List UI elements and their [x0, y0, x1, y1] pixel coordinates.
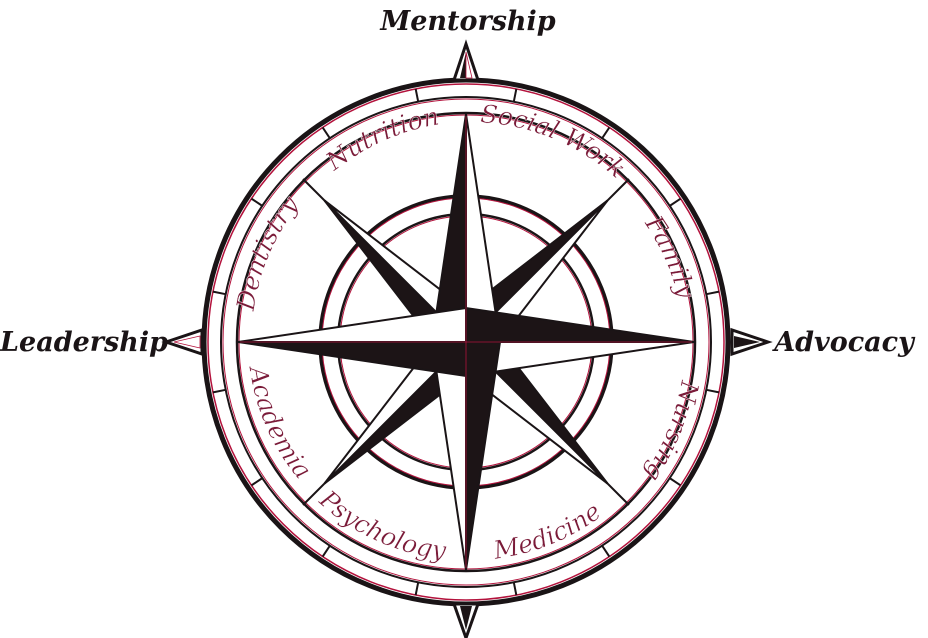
ring-tick — [514, 582, 517, 595]
north-arrow — [454, 44, 478, 80]
segment-label-psychology: Psychology — [313, 484, 448, 565]
ring-tick — [416, 582, 419, 595]
ring-tick — [706, 292, 719, 295]
label-east: Advocacy — [771, 327, 916, 358]
ring-tick — [514, 89, 517, 102]
star-point-270-right-half — [238, 308, 466, 342]
segment-label-family: Family — [639, 210, 701, 302]
west-arrow — [166, 330, 202, 354]
ring-tick — [602, 546, 609, 557]
south-arrow — [454, 604, 478, 638]
east-arrow — [732, 330, 768, 354]
ring-tick — [323, 546, 330, 557]
ring-tick — [251, 478, 262, 485]
ring-tick — [602, 127, 609, 138]
ring-tick — [323, 127, 330, 138]
ring-tick — [213, 292, 226, 295]
label-west: Leadership — [0, 327, 168, 358]
ring-tick — [670, 478, 681, 485]
ring-tick — [670, 199, 681, 206]
ring-tick — [213, 390, 226, 393]
ring-tick — [251, 199, 262, 206]
label-north: Mentorship — [379, 6, 555, 37]
star-point-90-left-half — [466, 308, 694, 342]
ring-tick — [416, 89, 419, 102]
ring-tick — [706, 390, 719, 393]
segment-label-social-work: Social Work — [479, 99, 631, 183]
